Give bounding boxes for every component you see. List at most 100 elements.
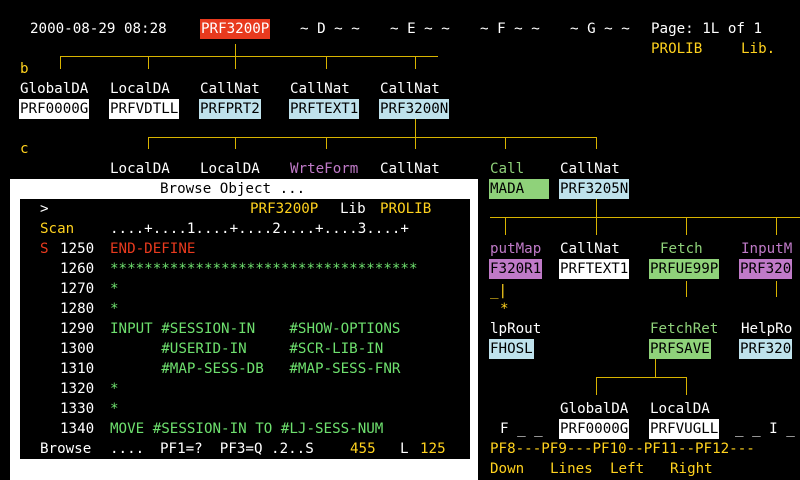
browse-object-window: Browse Object ... > PRF3200P Lib PROLIB … xyxy=(10,179,478,480)
node-prf320-input[interactable]: PRF320 xyxy=(739,259,793,279)
node-type-localda: LocalDA xyxy=(110,161,170,177)
pf9-lines[interactable]: Lines xyxy=(550,461,593,477)
tree-connector xyxy=(490,217,800,218)
line-number: 1290 xyxy=(60,321,95,337)
line-number: 1300 xyxy=(60,341,95,357)
tree-connector xyxy=(505,137,506,149)
column-header-d: ~ D ~ ~ xyxy=(300,21,360,37)
tree-connector xyxy=(686,281,687,297)
tree-connector xyxy=(326,137,327,149)
node-prf3205n[interactable]: PRF3205N xyxy=(559,179,630,199)
node-type-inputm: InputM xyxy=(741,241,793,257)
node-type-wrteform: WrteForm xyxy=(290,161,359,177)
node-prfvdtll[interactable]: PRFVDTLL xyxy=(109,99,180,119)
node-prfprt2[interactable]: PRFPRT2 xyxy=(199,99,261,119)
browse-mode-label: Browse xyxy=(40,441,92,457)
tree-connector xyxy=(235,137,236,149)
tree-marker-star: * xyxy=(500,301,509,317)
node-type-callnat: CallNat xyxy=(290,81,350,97)
column-header-f: ~ F ~ ~ xyxy=(480,21,540,37)
date-time: 2000-08-29 08:28 xyxy=(30,21,167,37)
program-name-badge[interactable]: PRF3200P xyxy=(200,19,271,39)
node-prfvugll[interactable]: PRFVUGLL xyxy=(649,419,720,439)
tree-connector xyxy=(148,137,149,149)
tree-connector xyxy=(60,56,438,57)
tree-level-b: b xyxy=(20,61,29,77)
node-type-callnat: CallNat xyxy=(200,81,260,97)
tree-connector xyxy=(148,137,416,138)
source-line: END-DEFINE xyxy=(110,241,196,257)
browse-window-title: Browse Object ... xyxy=(160,181,306,197)
tree-connector xyxy=(596,137,597,149)
node-prf0000g[interactable]: PRF0000G xyxy=(559,419,630,439)
source-line: ************************************ xyxy=(110,261,418,277)
node-prftext1[interactable]: PRFTEXT1 xyxy=(559,259,630,279)
node-type-lprout: lpRout xyxy=(490,321,542,337)
source-line: MOVE #SESSION-IN TO #LJ-SESS-NUM xyxy=(110,421,384,437)
node-type-callnat: CallNat xyxy=(380,81,440,97)
object-size: 455 xyxy=(350,441,376,457)
tree-level-c: c xyxy=(20,141,29,157)
line-number: 1260 xyxy=(60,261,95,277)
tree-fill-left: F _ _ xyxy=(500,421,543,437)
pf8-down[interactable]: Down xyxy=(490,461,525,477)
node-prf0000g[interactable]: PRF0000G xyxy=(19,99,90,119)
source-line: * xyxy=(110,381,119,397)
node-prfue99p[interactable]: PRFUE99P xyxy=(649,259,720,279)
current-line: 125 xyxy=(420,441,446,457)
node-mada[interactable]: MADA xyxy=(489,179,549,199)
tree-connector xyxy=(235,56,236,69)
column-header-e: ~ E ~ ~ xyxy=(390,21,450,37)
node-type-globalda: GlobalDA xyxy=(20,81,89,97)
tree-connector xyxy=(415,137,416,149)
source-line: * xyxy=(110,401,119,417)
line-label: L xyxy=(400,441,409,457)
browse-content: > PRF3200P Lib PROLIB Scan ....+....1...… xyxy=(20,199,470,459)
node-type-callnat: CallNat xyxy=(560,161,620,177)
tree-connector xyxy=(60,56,61,69)
tree-fill-right: _ _ I _ xyxy=(735,421,795,437)
pf11-right[interactable]: Right xyxy=(670,461,713,477)
node-type-callnat: CallNat xyxy=(380,161,440,177)
tree-connector xyxy=(596,377,686,378)
tree-connector xyxy=(596,217,597,235)
node-prf3200n[interactable]: PRF3200N xyxy=(379,99,450,119)
column-header-g: ~ G ~ ~ xyxy=(570,21,630,37)
tree-connector xyxy=(505,217,506,235)
source-line: #MAP-SESS-DB #MAP-SESS-FNR xyxy=(110,361,401,377)
node-type-call: Call xyxy=(490,161,525,177)
tree-connector xyxy=(596,199,597,217)
line-number: 1310 xyxy=(60,361,95,377)
pf-key-line: PF8---PF9---PF10--PF11--PF12--- xyxy=(490,441,755,457)
node-type-localda: LocalDA xyxy=(650,401,710,417)
line-number: 1320 xyxy=(60,381,95,397)
node-f320r1[interactable]: F320R1 xyxy=(489,259,543,279)
command-prompt[interactable]: > xyxy=(40,201,49,217)
line-number: 1250 xyxy=(60,241,95,257)
source-line: #USERID-IN #SCR-LIB-IN xyxy=(110,341,384,357)
node-prf320-help[interactable]: PRF320 xyxy=(739,339,793,359)
line-number: 1340 xyxy=(60,421,95,437)
node-prfsave[interactable]: PRFSAVE xyxy=(649,339,711,359)
tree-connector xyxy=(326,56,327,69)
page-indicator: Page: 1L of 1 xyxy=(651,21,763,37)
source-line: * xyxy=(110,301,119,317)
line-flag: S xyxy=(40,241,49,257)
tree-connector xyxy=(415,119,416,137)
browse-footer-keys[interactable]: PF1=? PF3=Q .2..S xyxy=(160,441,314,457)
node-fhosl[interactable]: FHOSL xyxy=(489,339,534,359)
node-type-localda: LocalDA xyxy=(200,161,260,177)
browse-object-name: PRF3200P xyxy=(250,201,319,217)
scan-field[interactable]: Scan xyxy=(40,221,75,237)
tree-marker: _| xyxy=(490,283,508,299)
library-suffix: Lib. xyxy=(741,41,776,57)
pf10-left[interactable]: Left xyxy=(610,461,645,477)
tree-connector xyxy=(416,137,596,138)
line-number: 1330 xyxy=(60,401,95,417)
source-line: INPUT #SESSION-IN #SHOW-OPTIONS xyxy=(110,321,401,337)
browse-lib-label: Lib xyxy=(340,201,366,217)
node-prftext1[interactable]: PRFTEXT1 xyxy=(289,99,360,119)
source-line: * xyxy=(110,281,119,297)
library-name: PROLIB xyxy=(651,41,703,57)
node-type-putmap: putMap xyxy=(490,241,542,257)
